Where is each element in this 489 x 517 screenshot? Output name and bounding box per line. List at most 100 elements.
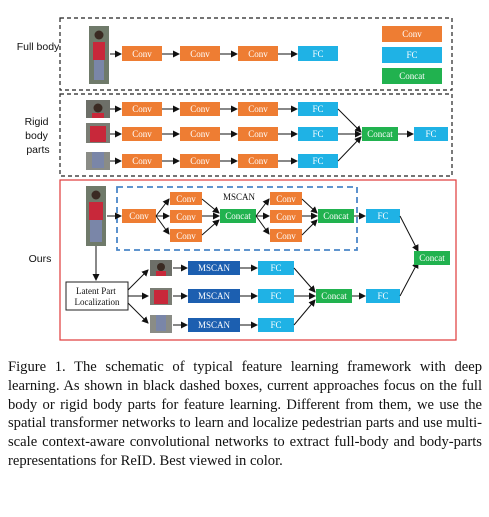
ours-part2-mscan <box>188 289 240 303</box>
person-image-ours-part-legs <box>150 315 172 333</box>
rigid-bot-conv-2 <box>180 154 220 168</box>
svg-text:MSCAN: MSCAN <box>198 263 231 273</box>
ours-mscan-conv-a3 <box>170 229 202 242</box>
figure-caption: Figure 1. The schematic of typical featu… <box>8 359 482 469</box>
ours-fullbody-fc <box>366 209 400 223</box>
legend-conv-swatch <box>382 26 442 42</box>
ours-mscan-conv-a2 <box>170 210 202 223</box>
svg-text:Concat: Concat <box>321 291 347 301</box>
framework-diagram: Full body Rigid body parts Ours <box>17 17 457 341</box>
legend-conv-label: Conv <box>402 29 422 39</box>
rigid-final-fc <box>414 127 448 141</box>
legend-fc-label: FC <box>406 50 417 60</box>
svg-text:Conv: Conv <box>132 104 152 114</box>
svg-text:Conv: Conv <box>248 104 268 114</box>
full-body-pipeline: Conv Conv Conv FC <box>110 46 338 61</box>
svg-text:Conv: Conv <box>190 129 210 139</box>
svg-text:FC: FC <box>425 129 436 139</box>
svg-text:Conv: Conv <box>248 129 268 139</box>
svg-text:FC: FC <box>312 49 323 59</box>
svg-text:MSCAN: MSCAN <box>198 291 231 301</box>
person-image-ours-part-head <box>150 260 172 276</box>
person-image-part-torso <box>86 123 110 143</box>
legend: Conv FC Concat <box>382 26 442 84</box>
rigid-bot-conv-3 <box>238 154 278 168</box>
rigid-top-conv-3 <box>238 102 278 116</box>
person-image-ours <box>86 186 106 246</box>
full-body-conv-2 <box>180 46 220 61</box>
full-body-section-box <box>59 17 453 91</box>
svg-text:Conv: Conv <box>132 49 152 59</box>
ours-mscan-conv-b3 <box>270 229 302 242</box>
svg-text:Conv: Conv <box>176 231 196 241</box>
rigid-mid-conv-2 <box>180 127 220 141</box>
rigid-bot-conv-1 <box>122 154 162 168</box>
rigid-parts-section-box <box>59 93 453 177</box>
mscan-group-label: MSCAN <box>223 192 256 202</box>
svg-text:Conv: Conv <box>276 212 296 222</box>
person-image-part-legs <box>86 152 110 170</box>
svg-text:MSCAN: MSCAN <box>198 320 231 330</box>
rigid-top-conv-1 <box>122 102 162 116</box>
ours-mscan-concat-2 <box>318 209 354 223</box>
rigid-top-fc <box>298 102 338 116</box>
ours-conv-entry <box>122 209 156 223</box>
full-body-label: Full body <box>17 41 60 53</box>
svg-text:Conv: Conv <box>132 156 152 166</box>
svg-text:Conv: Conv <box>132 129 152 139</box>
svg-text:FC: FC <box>270 263 281 273</box>
svg-text:FC: FC <box>312 156 323 166</box>
svg-text:Concat: Concat <box>419 253 445 263</box>
ours-mscan-concat-1 <box>220 209 256 223</box>
legend-fc-swatch <box>382 47 442 63</box>
legend-concat-label: Concat <box>399 71 425 81</box>
person-image-ours-part-torso <box>150 288 172 305</box>
svg-text:Concat: Concat <box>367 129 393 139</box>
svg-text:Conv: Conv <box>276 231 296 241</box>
rigid-mid-fc <box>298 127 338 141</box>
svg-text:FC: FC <box>312 129 323 139</box>
ours-parts-fc <box>366 289 400 303</box>
svg-text:Concat: Concat <box>323 211 349 221</box>
svg-text:Conv: Conv <box>176 212 196 222</box>
svg-text:Conv: Conv <box>248 49 268 59</box>
latent-part-localization-box <box>65 281 129 311</box>
person-image-part-head <box>86 100 110 118</box>
svg-text:Conv: Conv <box>276 194 296 204</box>
svg-text:Conv: Conv <box>190 156 210 166</box>
ours-part2-fc <box>258 289 294 303</box>
ours-part1-fc <box>258 261 294 275</box>
ours-mscan-conv-a1 <box>170 192 202 205</box>
ours-pipeline: Conv MSCAN Conv Conv Conv Concat Conv Co… <box>65 192 450 332</box>
svg-text:Conv: Conv <box>129 211 149 221</box>
ours-mscan-conv-b1 <box>270 192 302 205</box>
svg-text:FC: FC <box>270 320 281 330</box>
ours-section-box <box>59 179 457 341</box>
rigid-body-parts-label: Rigid body parts <box>25 116 52 156</box>
rigid-mid-conv-3 <box>238 127 278 141</box>
svg-text:Conv: Conv <box>176 194 196 204</box>
rigid-concat <box>362 127 398 141</box>
svg-text:FC: FC <box>377 291 388 301</box>
ours-part1-mscan <box>188 261 240 275</box>
ours-part3-mscan <box>188 318 240 332</box>
svg-text:Conv: Conv <box>190 104 210 114</box>
rigid-parts-pipeline: Conv Conv Conv FC Conv Conv Conv FC Conv… <box>110 102 448 168</box>
svg-text:Concat: Concat <box>225 211 251 221</box>
ours-part3-fc <box>258 318 294 332</box>
full-body-conv-3 <box>238 46 278 61</box>
legend-concat-swatch <box>382 68 442 84</box>
ours-label: Ours <box>29 253 52 265</box>
svg-text:Conv: Conv <box>248 156 268 166</box>
svg-text:Conv: Conv <box>190 49 210 59</box>
ours-parts-concat <box>316 289 352 303</box>
latent-part-localization-label: Latent Part Localization <box>75 286 120 307</box>
svg-text:FC: FC <box>312 104 323 114</box>
rigid-top-conv-2 <box>180 102 220 116</box>
rigid-mid-conv-1 <box>122 127 162 141</box>
ours-final-concat <box>414 251 450 265</box>
full-body-fc <box>298 46 338 61</box>
svg-text:FC: FC <box>270 291 281 301</box>
person-image-full-body <box>89 26 109 84</box>
ours-mscan-conv-b2 <box>270 210 302 223</box>
